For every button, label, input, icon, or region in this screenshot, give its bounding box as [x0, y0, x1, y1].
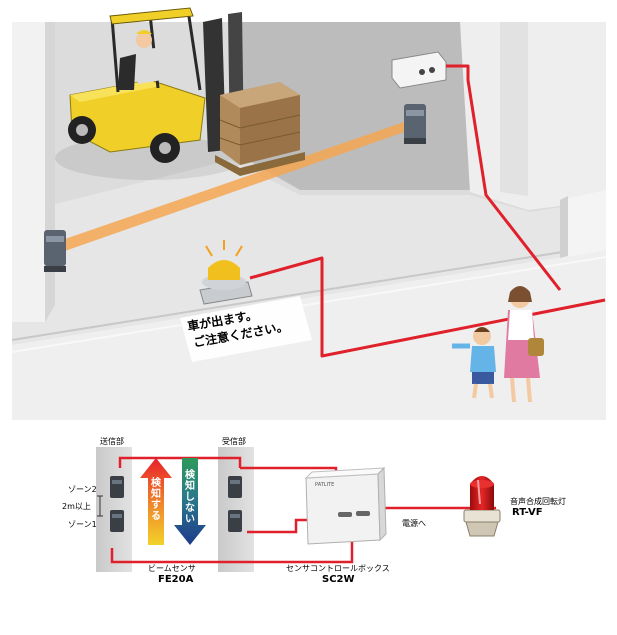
box-name: センサコントロールボックス [286, 564, 390, 573]
beam-sensor-right [404, 104, 426, 144]
pedestrians [452, 286, 544, 403]
system-diagram [96, 447, 501, 572]
rotating-light [463, 476, 501, 537]
sensor-beams [62, 122, 404, 252]
box-model: SC2W [322, 574, 355, 585]
warning-light [199, 240, 253, 305]
transmitter-sensor-zone1 [110, 510, 124, 532]
receiver-label: 受信部 [222, 437, 246, 446]
transmitter-label: 送信部 [100, 437, 124, 446]
receiver-pole [218, 447, 254, 572]
no-detect-arrow [174, 458, 206, 545]
receiver-sensor-zone2 [228, 476, 242, 498]
wiring-bottom [110, 456, 496, 564]
detect-label: 検知する [151, 478, 161, 522]
control-box-logo: PATLITE [315, 482, 335, 488]
no-detect-label: 検知しない [185, 470, 195, 525]
spacing-label: 2m以上 [62, 502, 91, 511]
transmitter-pole [96, 447, 132, 572]
zone2-label: ゾーン2 [68, 485, 97, 494]
sensor-model: FE20A [158, 574, 194, 585]
light-name: 音声合成回転灯 [510, 497, 566, 506]
spacing-bracket [97, 495, 103, 517]
power-label: 電源へ [402, 519, 426, 528]
wiring-top [249, 64, 606, 358]
receiver-sensor-zone1 [228, 510, 242, 532]
zone1-label: ゾーン1 [68, 520, 97, 529]
sensor-name: ビームセンサ [148, 564, 196, 573]
transmitter-sensor-zone2 [110, 476, 124, 498]
control-box-illustration [391, 51, 447, 89]
control-box [304, 466, 387, 545]
floor-sign [180, 296, 312, 362]
beam-sensor-left [44, 230, 66, 272]
forklift [55, 7, 305, 180]
detect-arrow [140, 458, 172, 545]
light-model: RT-VF [512, 507, 543, 518]
